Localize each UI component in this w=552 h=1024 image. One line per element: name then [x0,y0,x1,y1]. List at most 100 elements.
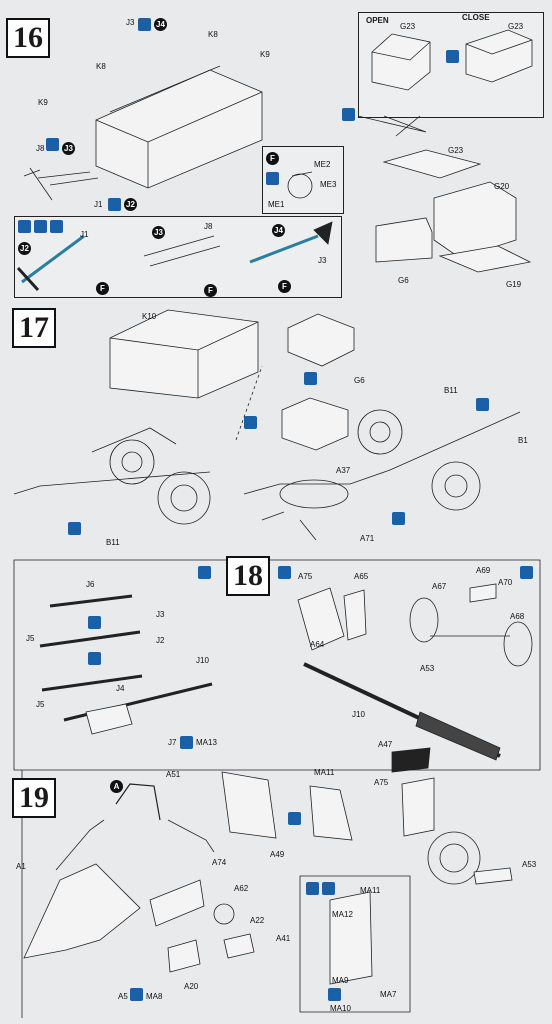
tip-icon [88,616,101,629]
callout: A5 [118,992,128,1001]
callout: G20 [494,182,510,191]
callout: J3 [126,18,135,27]
callout: J10 [196,656,209,665]
callout: MA7 [380,990,397,999]
tip-icon [18,220,31,233]
callout: MA8 [146,992,163,1001]
callout: A71 [360,534,375,543]
f-marker-icon: F [96,282,109,295]
callout: MA9 [332,976,349,985]
step-number: 16 [6,18,50,58]
tip-icon [198,566,211,579]
callout: A70 [498,578,513,587]
callout: A53 [522,860,537,869]
j2-marker-icon: J2 [124,198,137,211]
callout: K9 [38,98,48,107]
callout: J3 [156,610,165,619]
tip-icon [34,220,47,233]
callout: J8 [204,222,213,231]
callout: K10 [142,312,157,321]
callout: A68 [510,612,525,621]
callout: A1 [16,862,26,871]
callout: B11 [444,386,458,395]
callout: A47 [378,740,393,749]
tip-icon [322,882,335,895]
close-label: CLOSE [462,13,490,22]
callout: J8 [36,144,45,153]
callout: J2 [156,636,165,645]
callout: A69 [476,566,491,575]
tip-icon [278,566,291,579]
callout: G6 [398,276,409,285]
callout: J1 [94,200,103,209]
tip-icon [306,882,319,895]
callout: G23 [508,22,524,31]
callout: ME3 [320,180,337,189]
callout: ME1 [268,200,285,209]
callout: B11 [106,538,120,547]
callout: J6 [86,580,95,589]
callout: A74 [212,858,227,867]
callout: MA11 [314,768,335,777]
step-number: 19 [12,778,56,818]
callout: B1 [518,436,528,445]
j4-marker-icon: J4 [154,18,167,31]
tip-icon [68,522,81,535]
callout: K8 [96,62,106,71]
tip-icon [328,988,341,1001]
tip-icon [138,18,151,31]
callout: J1 [80,230,89,239]
callout: A65 [354,572,369,581]
tip-icon [446,50,459,63]
callout: G23 [400,22,416,31]
tip-icon [304,372,317,385]
callout: MA13 [196,738,217,747]
callout: K8 [208,30,218,39]
callout: A53 [420,664,435,673]
callout: ME2 [314,160,331,169]
callout: MA12 [332,910,353,919]
tip-icon [130,988,143,1001]
callout: A20 [184,982,199,991]
callout: J10 [352,710,365,719]
j4-marker-icon: J4 [272,224,285,237]
tip-icon [266,172,279,185]
tip-icon [88,652,101,665]
callout: G6 [354,376,365,385]
step-number: 18 [226,556,270,596]
tip-icon [50,220,63,233]
callout: MA11 [360,886,381,895]
callout: J3 [318,256,327,265]
callout: A75 [374,778,389,787]
callout: A37 [336,466,351,475]
callout: A49 [270,850,285,859]
callout: J5 [26,634,35,643]
tip-icon [244,416,257,429]
a-marker-icon: A [110,780,123,793]
j3-marker-icon: J3 [152,226,165,239]
callout: A67 [432,582,447,591]
callout: J4 [116,684,125,693]
callout: A41 [276,934,291,943]
j2-marker-icon: J2 [18,242,31,255]
callout: J7 [168,738,177,747]
callout: J5 [36,700,45,709]
f-marker-icon: F [204,284,217,297]
tip-icon [342,108,355,121]
callout: A51 [166,770,181,779]
tip-icon [520,566,533,579]
tip-icon [46,138,59,151]
step-number: 17 [12,308,56,348]
tip-icon [392,512,405,525]
f-marker-icon: F [278,280,291,293]
tip-icon [288,812,301,825]
tip-icon [108,198,121,211]
tip-icon [180,736,193,749]
callout: A64 [310,640,325,649]
open-label: OPEN [366,16,389,25]
callout: G23 [448,146,464,155]
callout: A62 [234,884,249,893]
callout: K9 [260,50,270,59]
